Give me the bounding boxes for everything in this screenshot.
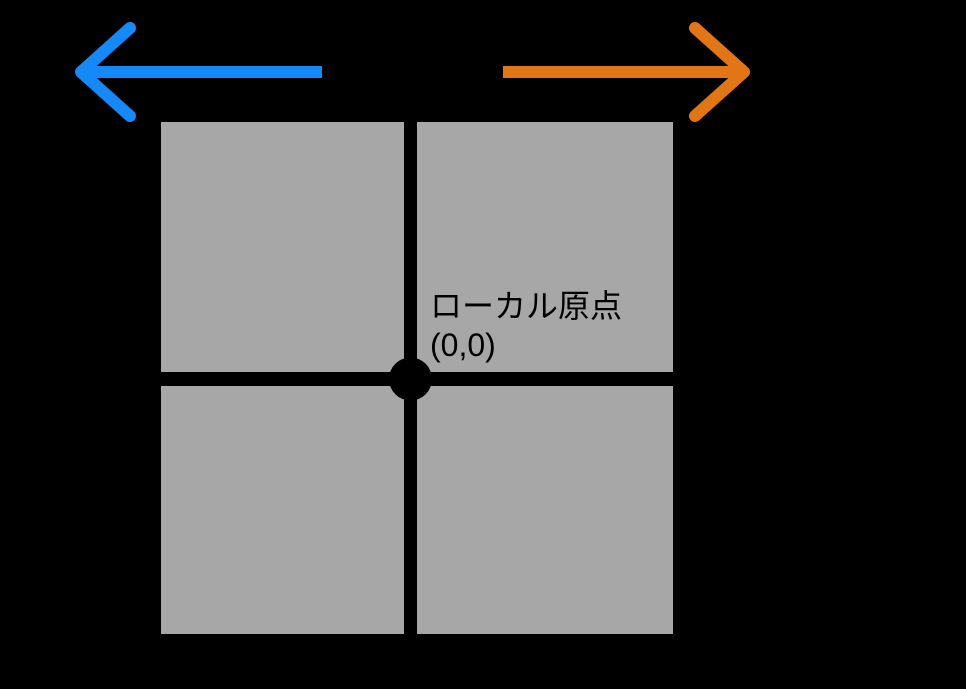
arrow-left xyxy=(75,22,322,122)
arrow-left-head-icon xyxy=(75,22,136,122)
quadrant-grid xyxy=(161,122,673,634)
origin-label-line2: (0,0) xyxy=(430,327,496,363)
origin-dot xyxy=(389,357,432,401)
quadrant-top-left xyxy=(161,122,404,372)
quadrant-top-right xyxy=(417,122,673,372)
origin-label-line1: ローカル原点 xyxy=(430,288,622,324)
origin-label: ローカル原点 (0,0) xyxy=(430,288,622,363)
arrow-right-head-icon xyxy=(689,22,750,122)
quadrant-bottom-left xyxy=(161,386,404,634)
quadrant-bottom-right xyxy=(417,386,673,634)
arrow-right xyxy=(503,22,750,122)
